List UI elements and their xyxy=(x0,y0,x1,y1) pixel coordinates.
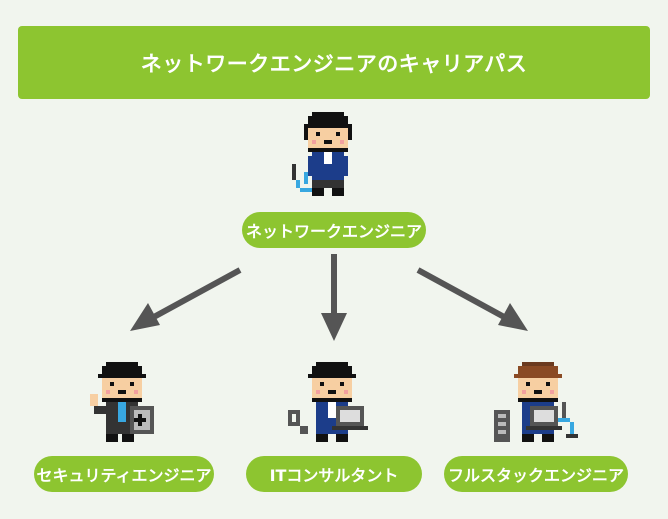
career-label-fullstack: フルスタックエンジニア xyxy=(444,456,628,492)
arrow-to-consultant xyxy=(321,254,347,341)
career-label-security: セキュリティエンジニア xyxy=(34,456,214,492)
root-career-label: ネットワークエンジニア xyxy=(242,212,426,248)
career-label-consultant: ITコンサルタント xyxy=(246,456,422,492)
arrow-to-fullstack xyxy=(416,267,528,331)
network-engineer-avatar-icon xyxy=(292,112,364,204)
it-consultant-avatar-icon xyxy=(288,362,368,450)
arrow-to-security xyxy=(130,267,242,331)
fullstack-engineer-avatar-icon xyxy=(494,362,578,450)
page-title: ネットワークエンジニアのキャリアパス xyxy=(18,26,650,99)
security-engineer-avatar-icon xyxy=(86,362,158,450)
